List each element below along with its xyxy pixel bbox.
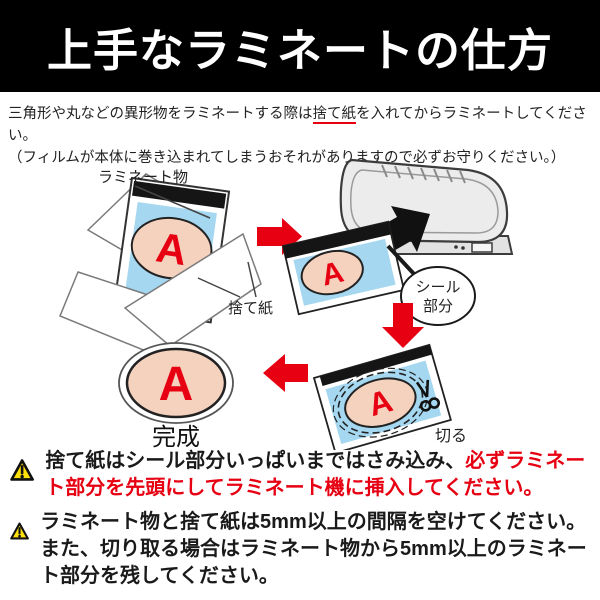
machine-button-1 — [454, 245, 458, 249]
waste-paper-pointer-line-2 — [247, 261, 257, 298]
title-banner: 上手なラミネートの仕方 — [0, 0, 600, 92]
waste-paper-label: 捨て紙 — [228, 299, 273, 317]
laminate-item-label: ラミネート物 — [98, 169, 188, 186]
object-oval — [300, 249, 364, 296]
warning-2-black: ラミネート物と捨て紙は5mm以上の間隔を空けてください。また、切り取る場合はラミ… — [40, 511, 587, 587]
warning-2-text: ラミネート物と捨て紙は5mm以上の間隔を空けてください。また、切り取る場合はラミ… — [40, 509, 592, 590]
page-title: 上手なラミネートの仕方 — [46, 24, 553, 76]
callout-bubble — [400, 266, 476, 326]
warning-icon — [10, 522, 29, 540]
warning-icon — [10, 459, 34, 481]
process-diagram: A ラミネート物 捨て紙 — [59, 158, 514, 450]
laminate-item-pointer-line — [134, 185, 211, 219]
seal-strip — [319, 344, 433, 386]
intro-line1-emphasis: 捨て紙 — [312, 106, 356, 124]
sheet-entering-machine: A — [281, 220, 406, 316]
sample-letter: A — [159, 358, 194, 411]
seal-label-line1: シール — [415, 279, 460, 296]
cut-label: 切る — [435, 427, 467, 445]
machine-hood-inner-line — [350, 169, 499, 234]
object-oval — [344, 377, 417, 428]
sample-letter: A — [153, 223, 190, 274]
intro-text: 三角形や丸などの異形物をラミネートする際は捨て紙を入れてからラミネートしてくださ… — [8, 103, 594, 169]
seal-label-line2: 部分 — [423, 298, 453, 315]
waste-paper-pointer-line-1 — [197, 277, 241, 298]
step1-pouch-assembly: A ラミネート物 捨て紙 — [59, 169, 273, 357]
warning-1-black: 捨て紙はシール部分いっぱいまではさみ込み、 — [45, 450, 466, 472]
warning-1: 捨て紙はシール部分いっぱいまではさみ込み、必ずラミネート部分を先頭にしてラミネー… — [10, 448, 592, 502]
finished-item: A 完成 — [118, 342, 234, 450]
red-arrow-down — [382, 303, 424, 348]
object-oval — [125, 347, 227, 419]
intro-line-2: （フィルムが本体に巻き込まれてしまうおそれがありますので必ずお守りください。） — [8, 150, 566, 166]
seal-strip — [283, 221, 392, 259]
callout-pointer — [386, 244, 416, 276]
seal-strip — [132, 180, 227, 209]
intro-line1-pre: 三角形や丸などの異形物をラミネートする際は — [8, 106, 313, 122]
machine-hood — [339, 158, 509, 244]
machine-button-2 — [461, 246, 465, 250]
intro-line-1: 三角形や丸などの異形物をラミネートする際は捨て紙を入れてからラミネートしてくださ… — [8, 103, 594, 147]
seal-part-callout: シール 部分 — [386, 244, 476, 326]
machine-vents — [381, 164, 466, 184]
warning-1-text: 捨て紙はシール部分いっぱいまではさみ込み、必ずラミネート部分を先頭にしてラミネー… — [45, 448, 592, 502]
warning-2: ラミネート物と捨て紙は5mm以上の間隔を空けてください。また、切り取る場合はラミ… — [10, 509, 592, 590]
warning-1-red: 必ずラミネート部分を先頭にしてラミネート機に挿入してください。 — [45, 450, 586, 499]
sheet-being-cut: A — [312, 343, 452, 450]
scissors-icon — [415, 379, 441, 412]
red-arrow-left — [263, 354, 308, 392]
machine-front-detail — [471, 242, 493, 253]
intro-line1-post: を入れてからラミネートしてください。 — [8, 106, 587, 144]
done-label: 完成 — [152, 424, 200, 450]
